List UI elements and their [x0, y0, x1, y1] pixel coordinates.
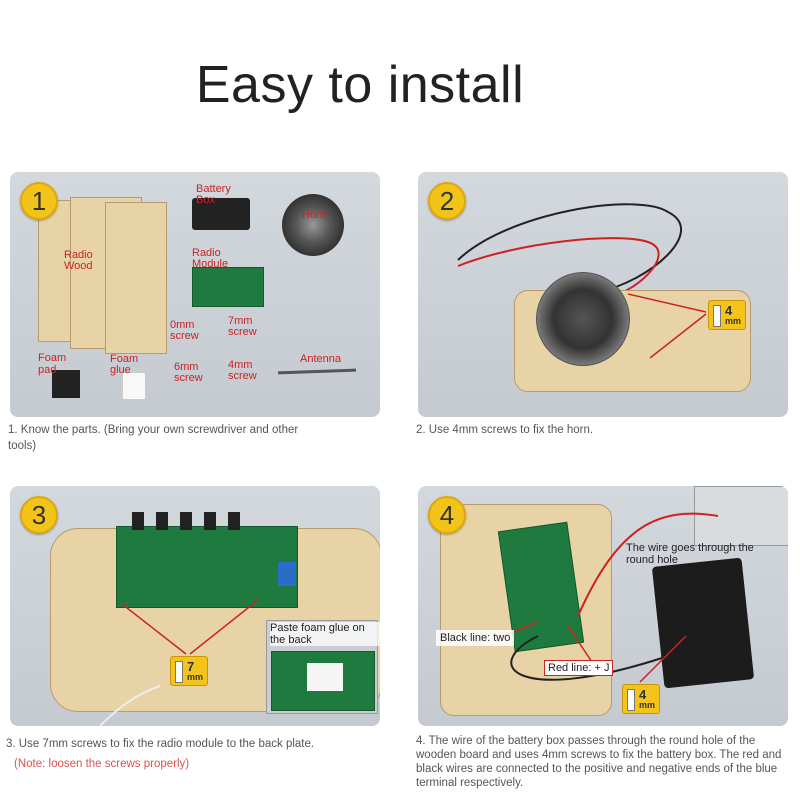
label-screw-4mm: 4mm screw	[228, 359, 257, 382]
label-radio-wood: Radio Wood	[64, 249, 93, 272]
horn-speaker	[536, 272, 630, 366]
screw-7mm-tag: 7 mm	[170, 656, 208, 686]
arrow-lines-3	[99, 599, 259, 726]
page-title: Easy to install	[195, 56, 525, 114]
battery-box-image	[192, 198, 250, 230]
label-foam-glue: Foam glue	[110, 353, 139, 376]
step-1-caption: 1. Know the parts. (Bring your own screw…	[8, 424, 299, 452]
wire-through-hole-label: The wire goes through the round hole	[626, 542, 754, 566]
blue-terminal	[278, 562, 296, 586]
screw-tag-number-3: 7	[187, 659, 195, 674]
label-antenna: Antenna	[300, 353, 341, 365]
horn-image	[282, 194, 344, 256]
step-4-badge: 4	[428, 496, 466, 534]
screw-tag-number-4: 4	[639, 687, 647, 702]
radio-module-image	[192, 267, 264, 307]
step-2-panel: 2 4 mm	[418, 172, 788, 417]
step-3-caption: 3. Use 7mm screws to fix the radio modul…	[6, 738, 315, 750]
screw-tag-unit: mm	[725, 316, 742, 326]
foam-glue-square	[307, 663, 343, 691]
screw-4mm-tag-4: 4 mm	[622, 684, 660, 714]
horn-wires	[457, 203, 683, 298]
screw-tag-unit-3: mm	[187, 672, 204, 682]
step-2-caption: 2. Use 4mm screws to fix the horn.	[416, 424, 594, 436]
label-screw-7mm: 7mm screw	[228, 315, 257, 338]
step-4-panel: The wire goes through the round hole Bla…	[418, 486, 788, 726]
label-screw-0mm: 0mm screw	[170, 319, 199, 342]
wires-4	[497, 512, 719, 683]
step-2-badge: 2	[428, 182, 466, 220]
screw-4mm-tag: 4 mm	[708, 300, 746, 330]
step-3-panel: Paste foam glue on the back 3 7 mm	[10, 486, 380, 726]
radio-wood-board-3	[105, 202, 167, 354]
step-1-panel: 1 Battery Box Horn Radio Wood Radio Modu…	[10, 172, 380, 417]
knob-row	[132, 512, 242, 530]
foam-glue-image	[122, 372, 146, 400]
red-line-label: Red line: + J	[544, 660, 614, 676]
callout-foam-glue: Paste foam glue on the back	[270, 622, 380, 646]
label-battery-box: Battery Box	[196, 183, 231, 206]
step-1-badge: 1	[20, 182, 58, 220]
label-radio-module: Radio Module	[192, 247, 229, 270]
screw-tag-number: 4	[725, 303, 733, 318]
screw-tag-unit-4: mm	[639, 700, 656, 710]
black-line-label: Black line: two	[436, 630, 515, 646]
label-screw-6mm: 6mm screw	[174, 361, 203, 384]
label-foam-pad: Foam pad	[38, 352, 67, 376]
step-4-caption: 4. The wire of the battery box passes th…	[416, 735, 782, 789]
step-3-badge: 3	[20, 496, 58, 534]
foam-pad-image	[52, 370, 80, 398]
label-horn: Horn	[302, 209, 326, 221]
antenna-image	[277, 368, 357, 375]
step-3-note: (Note: loosen the screws properly)	[14, 758, 190, 770]
arrow-lines-2	[627, 293, 707, 359]
inset-photo-4	[694, 486, 788, 546]
